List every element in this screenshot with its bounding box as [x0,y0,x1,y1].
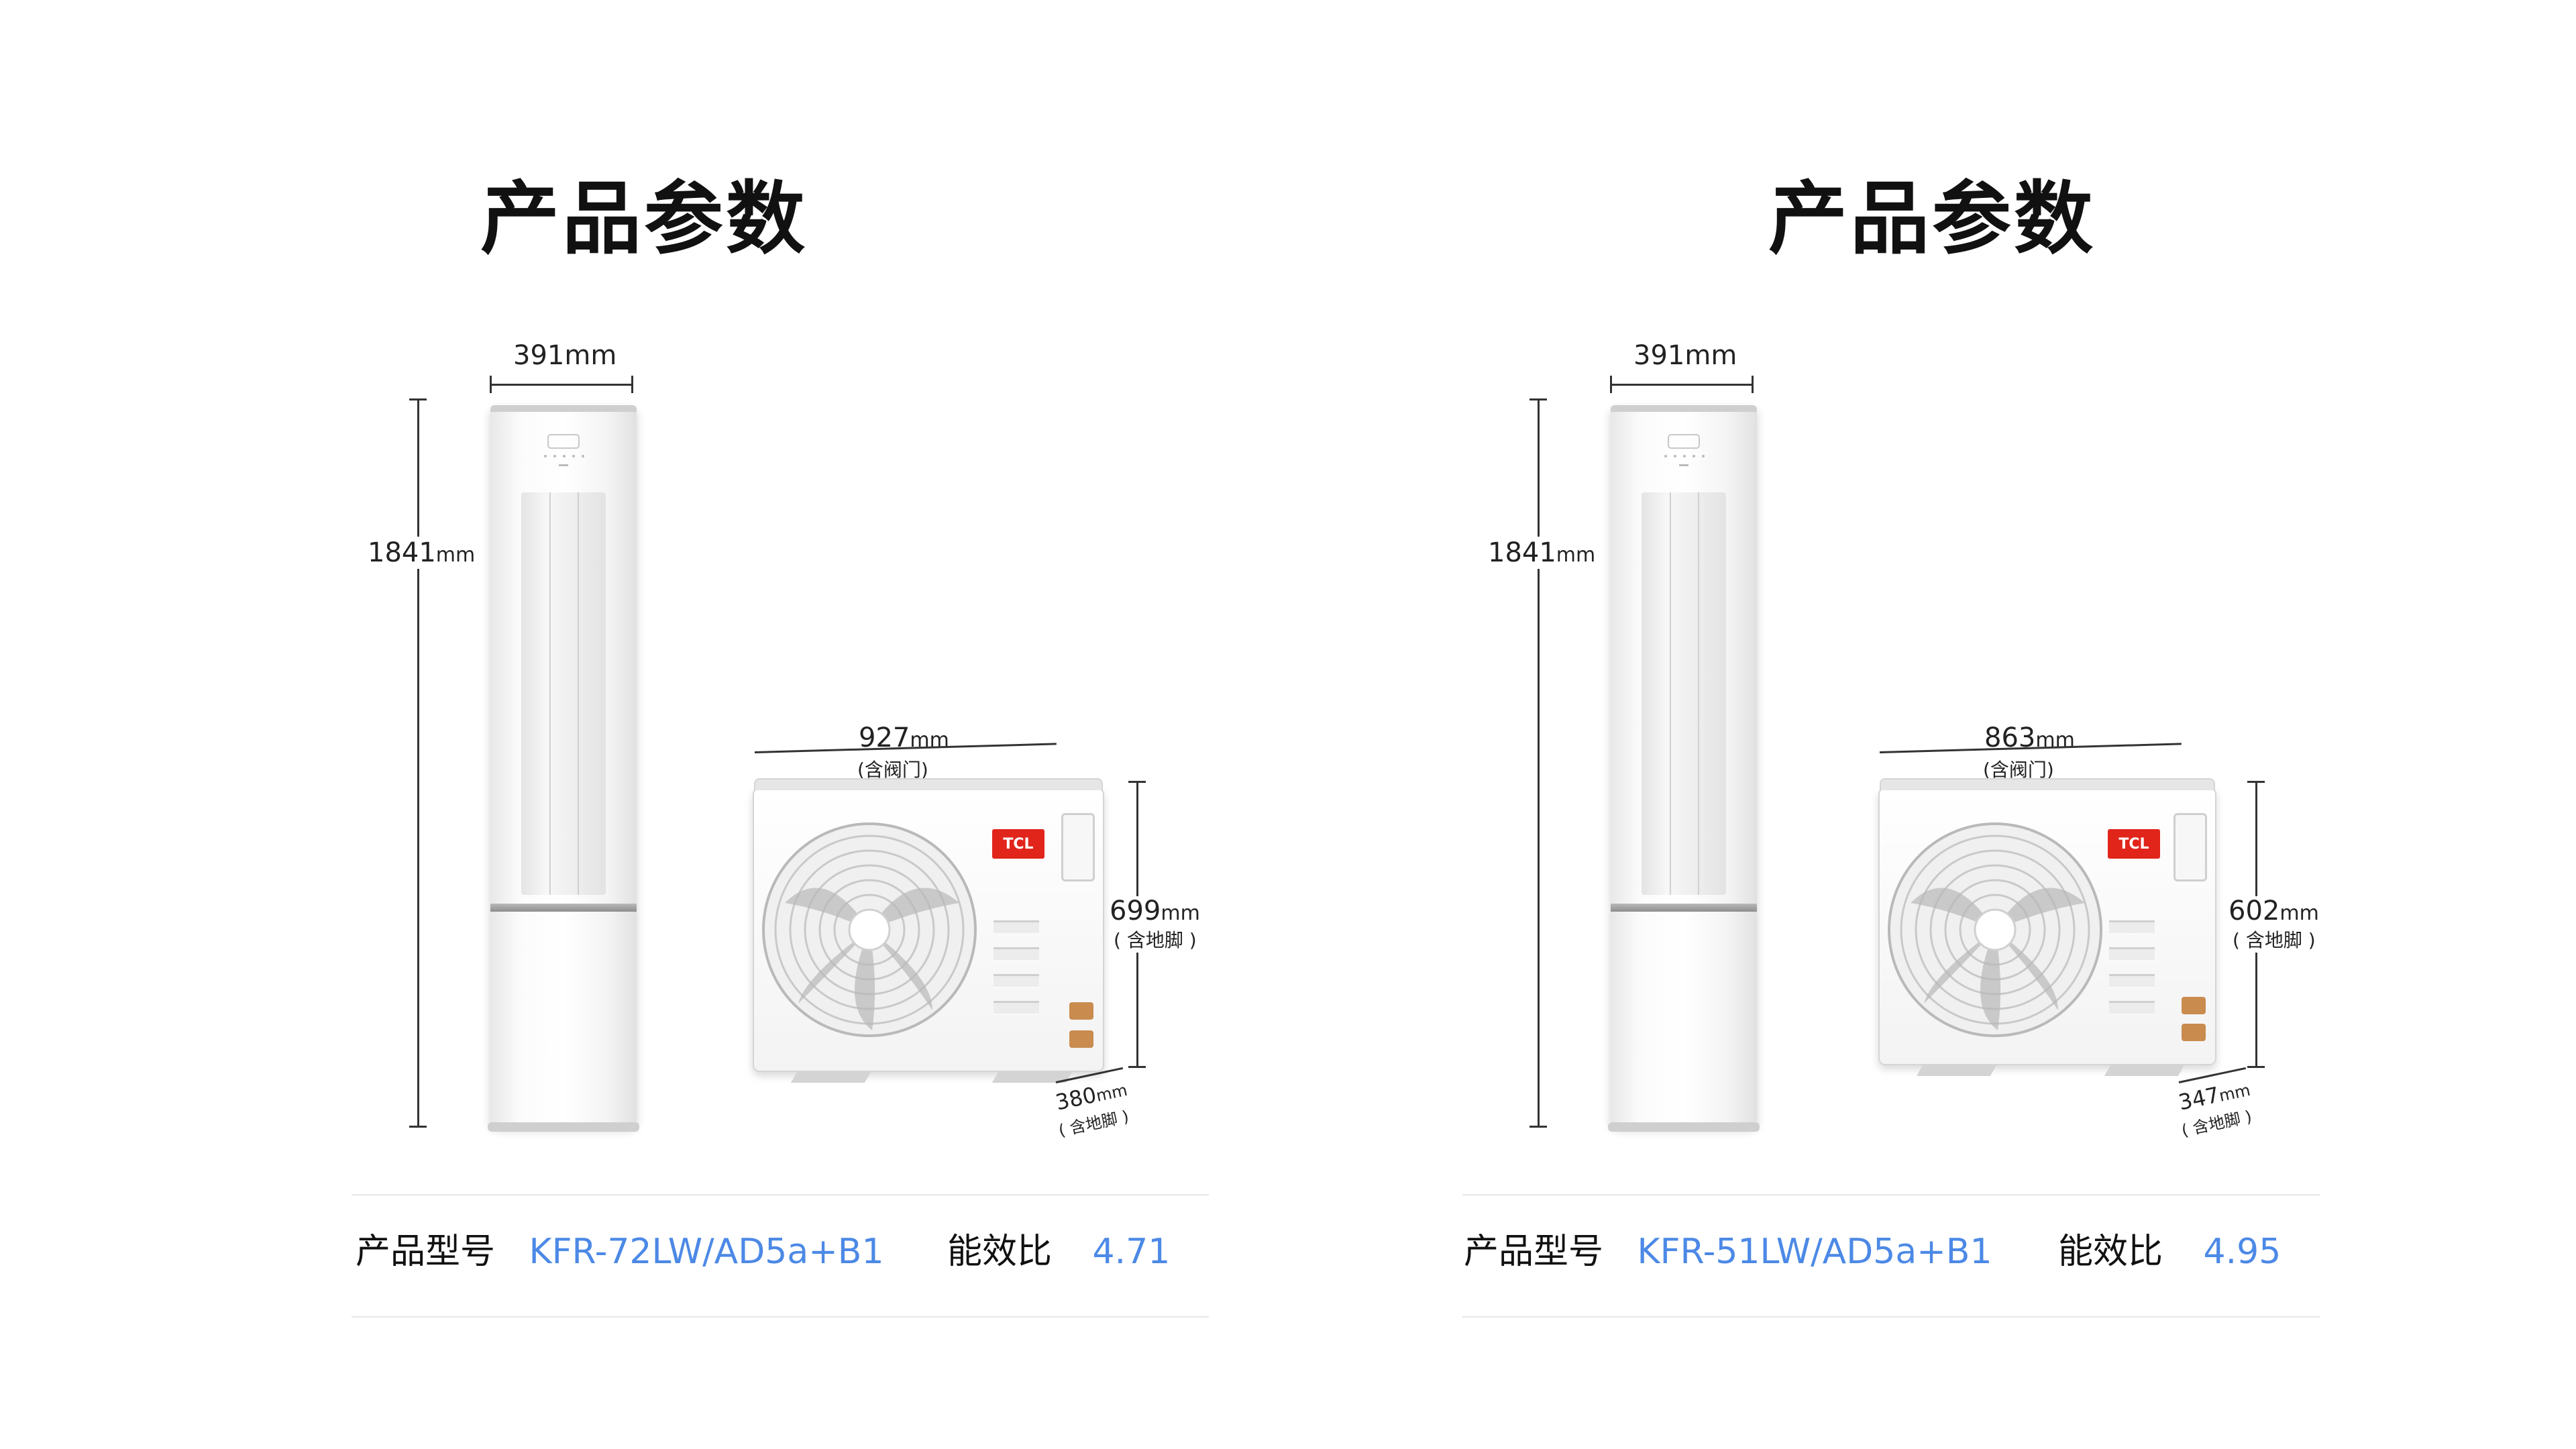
divider-top [352,1194,1209,1195]
display-icon [1664,434,1705,466]
outdoor-height-note: ( 含地脚 ) [1114,926,1197,953]
spec-row: 产品型号 KFR-51LW/AD5a+B1 [1464,1234,1992,1269]
eer-label: 能效比 [2058,1232,2163,1272]
divider-bottom [352,1316,1209,1318]
brand-logo: TCL [992,829,1044,859]
fan-grille-icon [1888,822,2102,1037]
eer-value: 4.71 [1092,1232,1171,1272]
outdoor-unit: TCL [753,778,1104,1083]
product-panel-left: 产品参数 391mm 1841mm 927mm (含阀门) [352,172,1209,1318]
indoor-unit [1608,405,1760,1132]
model-label: 产品型号 [356,1232,496,1272]
indoor-width-label: 391mm [1633,340,1737,371]
outdoor-height-note: ( 含地脚 ) [2233,926,2316,953]
outdoor-width-note: (含阀门) [1983,759,2054,781]
indoor-height-line [1538,398,1540,1128]
outdoor-height-label: 602mm [2229,896,2319,926]
indoor-width-line [490,384,633,386]
product-panel-right: 产品参数 391mm 1841mm 863mm (含阀门) [1288,0,2576,1449]
brand-logo: TCL [2108,829,2160,859]
section-title: 产品参数 [1768,172,2096,265]
model-value: KFR-51LW/AD5a+B1 [1637,1232,1992,1272]
spec-row: 产品型号 KFR-72LW/AD5a+B1 [356,1234,884,1269]
indoor-width-line [1610,384,1754,386]
outdoor-unit: TCL [1878,778,2216,1076]
model-value: KFR-72LW/AD5a+B1 [529,1232,884,1272]
divider-bottom [1462,1316,2320,1318]
pipe-valve-icon [2182,997,2206,1014]
display-icon [544,434,584,466]
fan-grille-icon [762,822,977,1037]
indoor-width-label: 391mm [513,340,617,371]
outdoor-width-label: 927mm [859,722,949,753]
section-title: 产品参数 [480,172,808,265]
outdoor-width-note: (含阀门) [857,759,928,781]
divider-top [1462,1194,2320,1195]
eer-value: 4.95 [2203,1232,2282,1272]
indoor-front-panel [1642,492,1726,895]
indoor-height-label: 1841mm [368,537,476,569]
model-label: 产品型号 [1464,1232,1604,1272]
indoor-height-label: 1841mm [1488,537,1596,569]
indoor-unit [488,405,639,1132]
indoor-front-panel [521,492,606,895]
pipe-valve-icon [1069,1002,1093,1020]
outdoor-height-label: 699mm [1110,896,1200,926]
eer-label: 能效比 [947,1232,1053,1272]
indoor-height-line [417,398,419,1128]
